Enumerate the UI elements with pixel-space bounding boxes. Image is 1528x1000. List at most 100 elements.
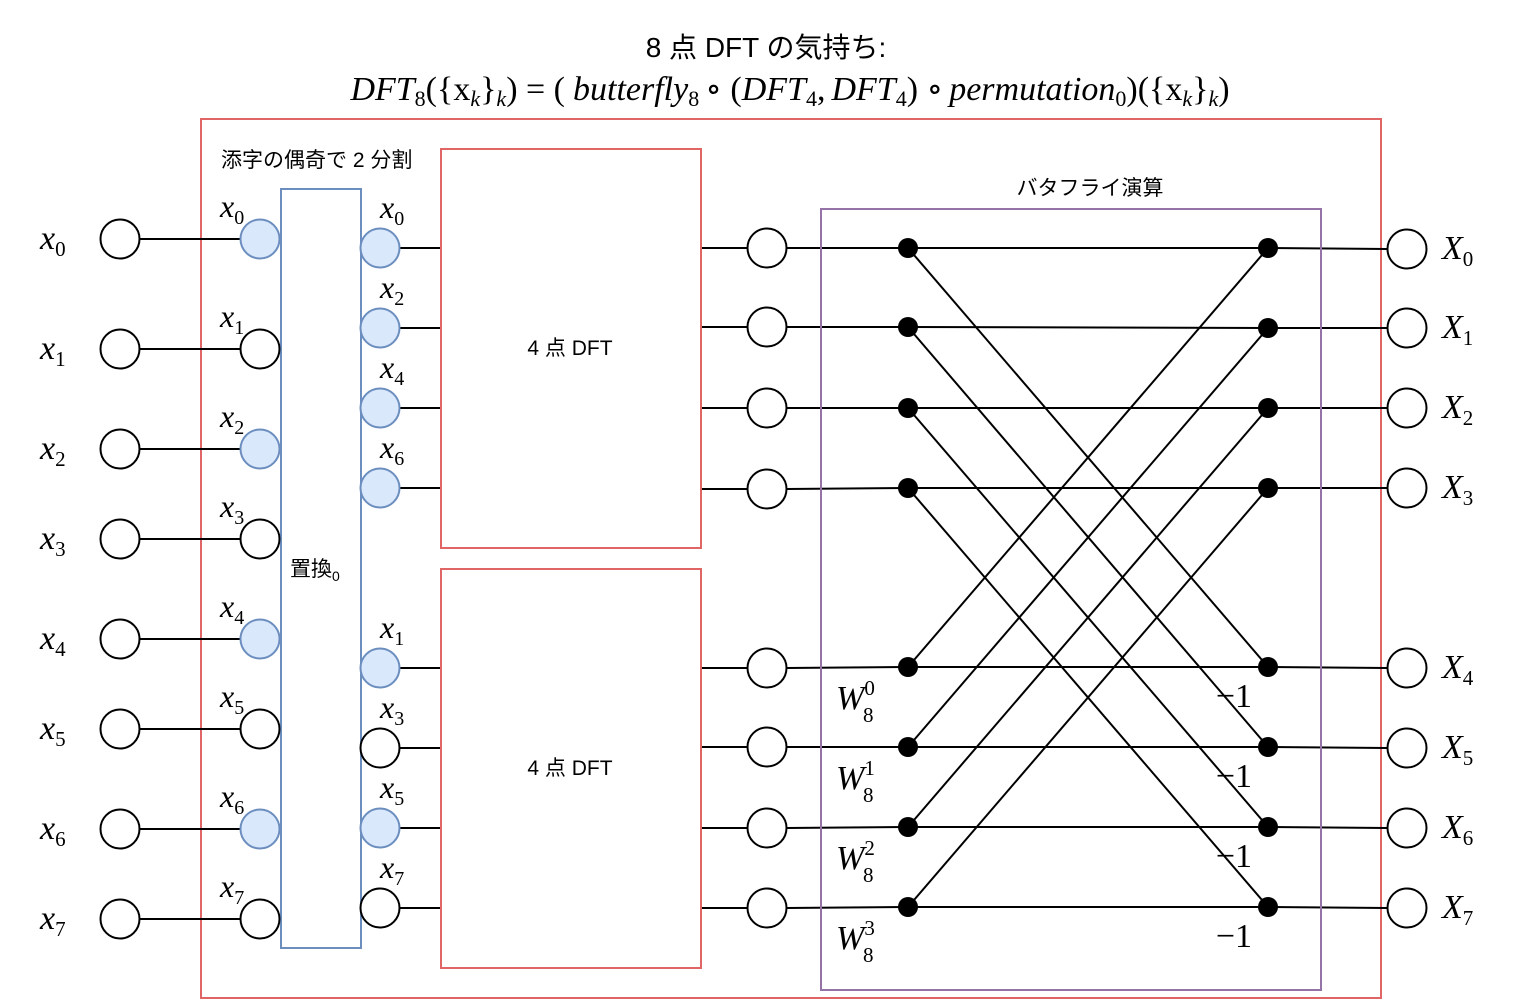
butterfly-left-dot (898, 317, 918, 337)
perm-in-label: x0 (219, 188, 244, 229)
input-label: x0 (39, 220, 66, 261)
butterfly-label: バタフライ演算 (1017, 177, 1164, 200)
butterfly-cross-up (907, 247, 1269, 668)
output-node (1386, 887, 1428, 929)
perm-out-node (359, 227, 401, 269)
permutation-label: 置換0 (290, 558, 340, 584)
butterfly-right-dot (1258, 398, 1278, 418)
perm-in-node (239, 808, 281, 850)
perm-out-label: x2 (379, 269, 404, 310)
butterfly-left-dot (898, 398, 918, 418)
permutation-block (280, 188, 362, 949)
perm-in-label: x1 (219, 298, 244, 339)
dft-out-node (746, 807, 788, 849)
perm-out-label: x1 (379, 609, 404, 650)
perm-out-node (359, 307, 401, 349)
output-label: X3 (1440, 469, 1473, 510)
butterfly-right-dot (1258, 238, 1278, 258)
perm-in-node (239, 618, 281, 660)
perm-in-node (239, 518, 281, 560)
butterfly-left-dot (898, 657, 918, 677)
output-node (1386, 228, 1428, 270)
dft4-bottom-label: 4 点 DFT (527, 757, 612, 780)
input-node (99, 708, 141, 750)
minus-one-label: −1 (1216, 918, 1252, 955)
minus-one-label: −1 (1216, 678, 1252, 715)
parity-split-label: 添字の偶奇で 2 分割 (221, 149, 412, 172)
butterfly-left-dot (898, 817, 918, 837)
perm-out-node (359, 647, 401, 689)
output-node (1386, 807, 1428, 849)
input-node (99, 808, 141, 850)
perm-in-label: x3 (219, 488, 244, 529)
input-label: x6 (39, 810, 66, 851)
perm-in-node (239, 218, 281, 260)
output-label: X0 (1440, 230, 1473, 271)
dft-out-node (746, 468, 788, 510)
output-node (1386, 467, 1428, 509)
wires (140, 238, 1388, 920)
output-wire (1267, 826, 1388, 829)
butterfly-in-wire (786, 906, 909, 909)
input-label: x7 (39, 900, 66, 941)
butterfly-cross-up (907, 327, 1269, 748)
input-label: x2 (39, 430, 66, 471)
perm-out-node (359, 727, 401, 769)
dft-out-node (746, 387, 788, 429)
butterfly-in-wire (786, 826, 909, 829)
butterfly-right-dot (1258, 318, 1278, 338)
butterfly-left-dot (898, 897, 918, 917)
minus-one-label: −1 (1216, 838, 1252, 875)
dft-out-node (746, 227, 788, 269)
output-label: X6 (1440, 809, 1473, 850)
output-wire (1267, 247, 1388, 250)
outer-frame (200, 118, 1382, 999)
perm-in-node (239, 898, 281, 940)
output-wire (1267, 746, 1388, 749)
output-label: X2 (1440, 389, 1473, 430)
dft4-top-block (440, 148, 702, 549)
butterfly-in-wire (786, 487, 909, 490)
input-node (99, 618, 141, 660)
output-node (1386, 647, 1428, 689)
perm-in-label: x2 (219, 398, 244, 439)
input-node (99, 518, 141, 560)
perm-out-label: x5 (379, 769, 404, 810)
perm-out-node (359, 807, 401, 849)
input-label: x5 (39, 710, 66, 751)
butterfly-in-wire (786, 666, 909, 669)
dft-out-node (746, 726, 788, 768)
butterfly-frame (820, 208, 1322, 991)
input-label: x4 (39, 620, 66, 661)
output-label: X7 (1440, 889, 1473, 930)
dft4-bottom-block (440, 568, 702, 969)
perm-in-label: x5 (219, 678, 244, 719)
butterfly-left-dot (898, 737, 918, 757)
dft-out-node (746, 647, 788, 689)
butterfly-straight-wire (907, 326, 1269, 329)
output-node (1386, 727, 1428, 769)
perm-in-label: x7 (219, 868, 244, 909)
output-node (1386, 307, 1428, 349)
dft-out-node (746, 306, 788, 348)
input-node (99, 898, 141, 940)
perm-out-node (359, 887, 401, 929)
butterfly-right-dot (1258, 657, 1278, 677)
butterfly-cross-up (907, 487, 1269, 908)
perm-in-node (239, 428, 281, 470)
perm-out-label: x6 (379, 429, 404, 470)
diagram-title: 8 点 DFT の気持ち: (646, 32, 887, 63)
butterfly-right-dot (1258, 817, 1278, 837)
perm-out-label: x4 (379, 349, 404, 390)
perm-in-label: x4 (219, 588, 244, 629)
perm-out-node (359, 467, 401, 509)
perm-out-label: x7 (379, 849, 404, 890)
minus-one-label: −1 (1216, 758, 1252, 795)
perm-in-label: x6 (219, 778, 244, 819)
nodes: x0x1x2x3x4x5x6x7x0x1x2x3x4x5x6x7x0x2x4x6… (39, 188, 1474, 967)
output-label: X4 (1440, 649, 1474, 690)
